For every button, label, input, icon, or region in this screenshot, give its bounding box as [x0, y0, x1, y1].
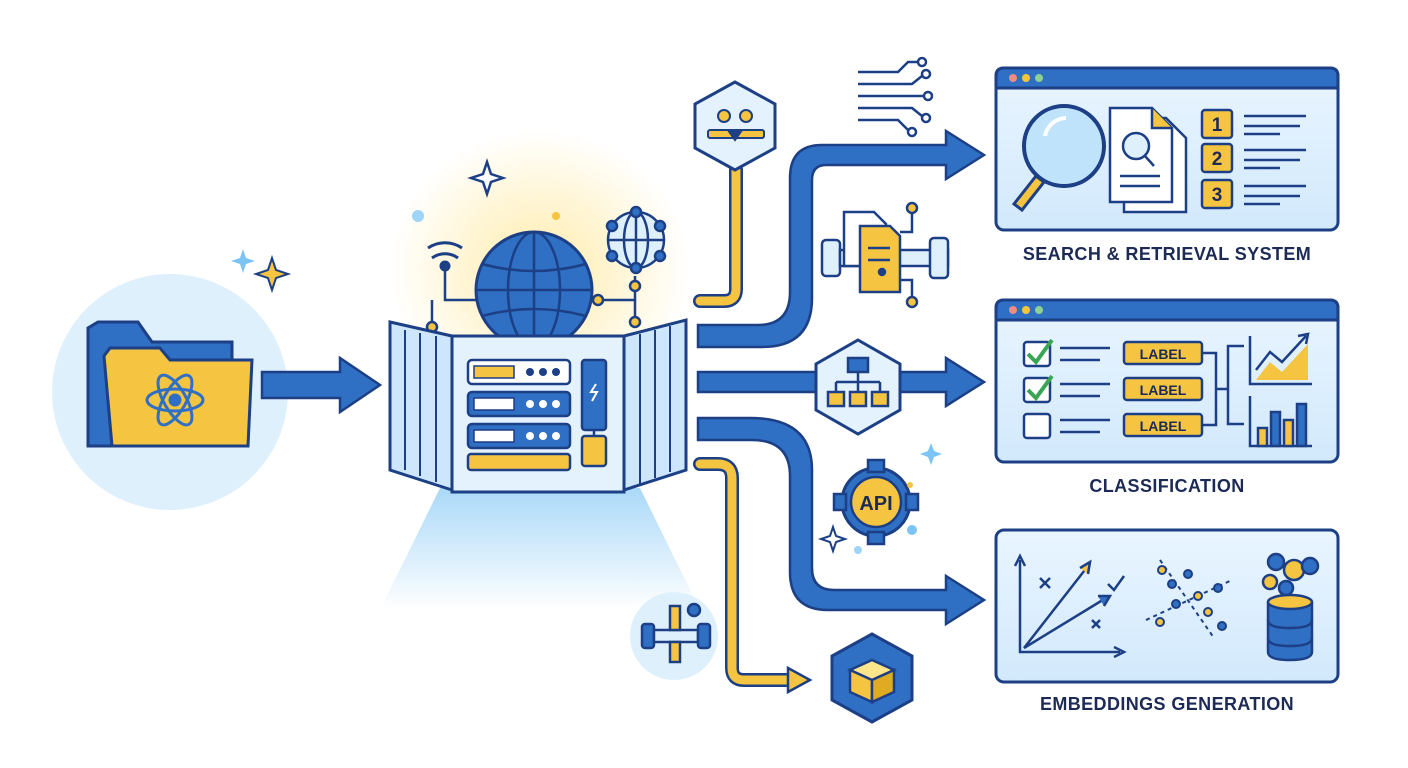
document-search-icon [1108, 106, 1188, 214]
bar-chart-icon [1248, 396, 1312, 448]
vector-plot-icon [1013, 553, 1127, 659]
label-tag-text: LABEL [1140, 346, 1187, 362]
ranked-item: 3 [1200, 178, 1306, 210]
people-icon [707, 109, 765, 142]
magnifier-icon [1011, 104, 1106, 213]
api-gear-icon: API [832, 458, 920, 546]
sparkle-icon [231, 249, 255, 273]
embeddings-caption: EMBEDDINGS GENERATION [1039, 694, 1295, 714]
circuit-icon [858, 56, 934, 138]
label-tag: LABEL [1122, 340, 1204, 366]
network-globe-icon [605, 205, 667, 275]
rank-number: 2 [1212, 149, 1223, 170]
rank-number: 1 [1212, 115, 1223, 136]
ranked-item: 2 [1200, 142, 1306, 174]
label-tag-text: LABEL [1140, 418, 1187, 434]
label-tag: LABEL [1122, 412, 1204, 438]
flow-arrow-search [696, 128, 987, 349]
cube-hexagon [830, 632, 914, 724]
cube-icon [846, 658, 898, 704]
window-titlebar [994, 298, 1340, 322]
server-rack-unit [466, 390, 572, 418]
dot [907, 525, 917, 535]
sparkle-icon [467, 158, 507, 198]
dot [907, 482, 913, 488]
embeddings-panel [994, 528, 1340, 684]
pipe-connector-icon [630, 592, 718, 680]
server-rack-unit [466, 452, 572, 472]
sparkle-icon [920, 443, 942, 465]
classification-panel: LABEL LABEL LABEL [994, 298, 1340, 464]
wifi-icon [427, 241, 463, 272]
scatter-cluster-icon [1145, 559, 1233, 639]
flow-arrow-embeddings [696, 416, 987, 627]
connector-lines [425, 270, 642, 334]
central-processor [380, 130, 700, 610]
bolt-icon [589, 383, 599, 402]
checkbox-checked [1022, 338, 1110, 368]
label-tag-text: LABEL [1140, 382, 1187, 398]
dot [854, 546, 862, 554]
server-rack-unit [466, 358, 572, 386]
database-icon [1261, 552, 1320, 662]
document-pipeline-icon [820, 201, 950, 309]
window-titlebar [994, 66, 1340, 90]
ranked-results-list: 1 2 3 [1200, 108, 1306, 210]
power-panel [580, 358, 608, 432]
collaboration-hexagon [693, 80, 777, 172]
flow-yellow-top [693, 163, 743, 308]
search-retrieval-panel: 1 2 3 [994, 66, 1340, 232]
checkbox-checked [1022, 374, 1110, 404]
folder-icon [86, 320, 254, 448]
rank-number: 3 [1212, 185, 1223, 206]
bracket-lines [1202, 344, 1244, 427]
line-chart-icon [1248, 332, 1312, 386]
ranked-item: 1 [1200, 108, 1306, 140]
sparkle-icon [817, 523, 849, 555]
org-chart-icon [826, 356, 890, 408]
globe-icon [474, 230, 594, 350]
search-retrieval-caption: SEARCH & RETRIEVAL SYSTEM [1022, 244, 1312, 264]
checkbox-unchecked [1022, 412, 1110, 440]
flow-yellow-bottom [693, 457, 813, 695]
label-tag: LABEL [1122, 376, 1204, 402]
source-folder [52, 249, 292, 510]
light-beam [380, 488, 700, 610]
dot [412, 210, 424, 222]
server-switch [580, 434, 608, 468]
door-slats [404, 326, 671, 484]
atom-icon [145, 373, 205, 427]
sparkle-icon [252, 254, 292, 294]
api-label: API [859, 493, 892, 515]
dot [552, 212, 560, 220]
flow-arrow-input [260, 355, 383, 415]
hierarchy-hexagon [814, 338, 902, 436]
classification-caption: CLASSIFICATION [1089, 476, 1245, 496]
server-rack-unit [466, 422, 572, 450]
